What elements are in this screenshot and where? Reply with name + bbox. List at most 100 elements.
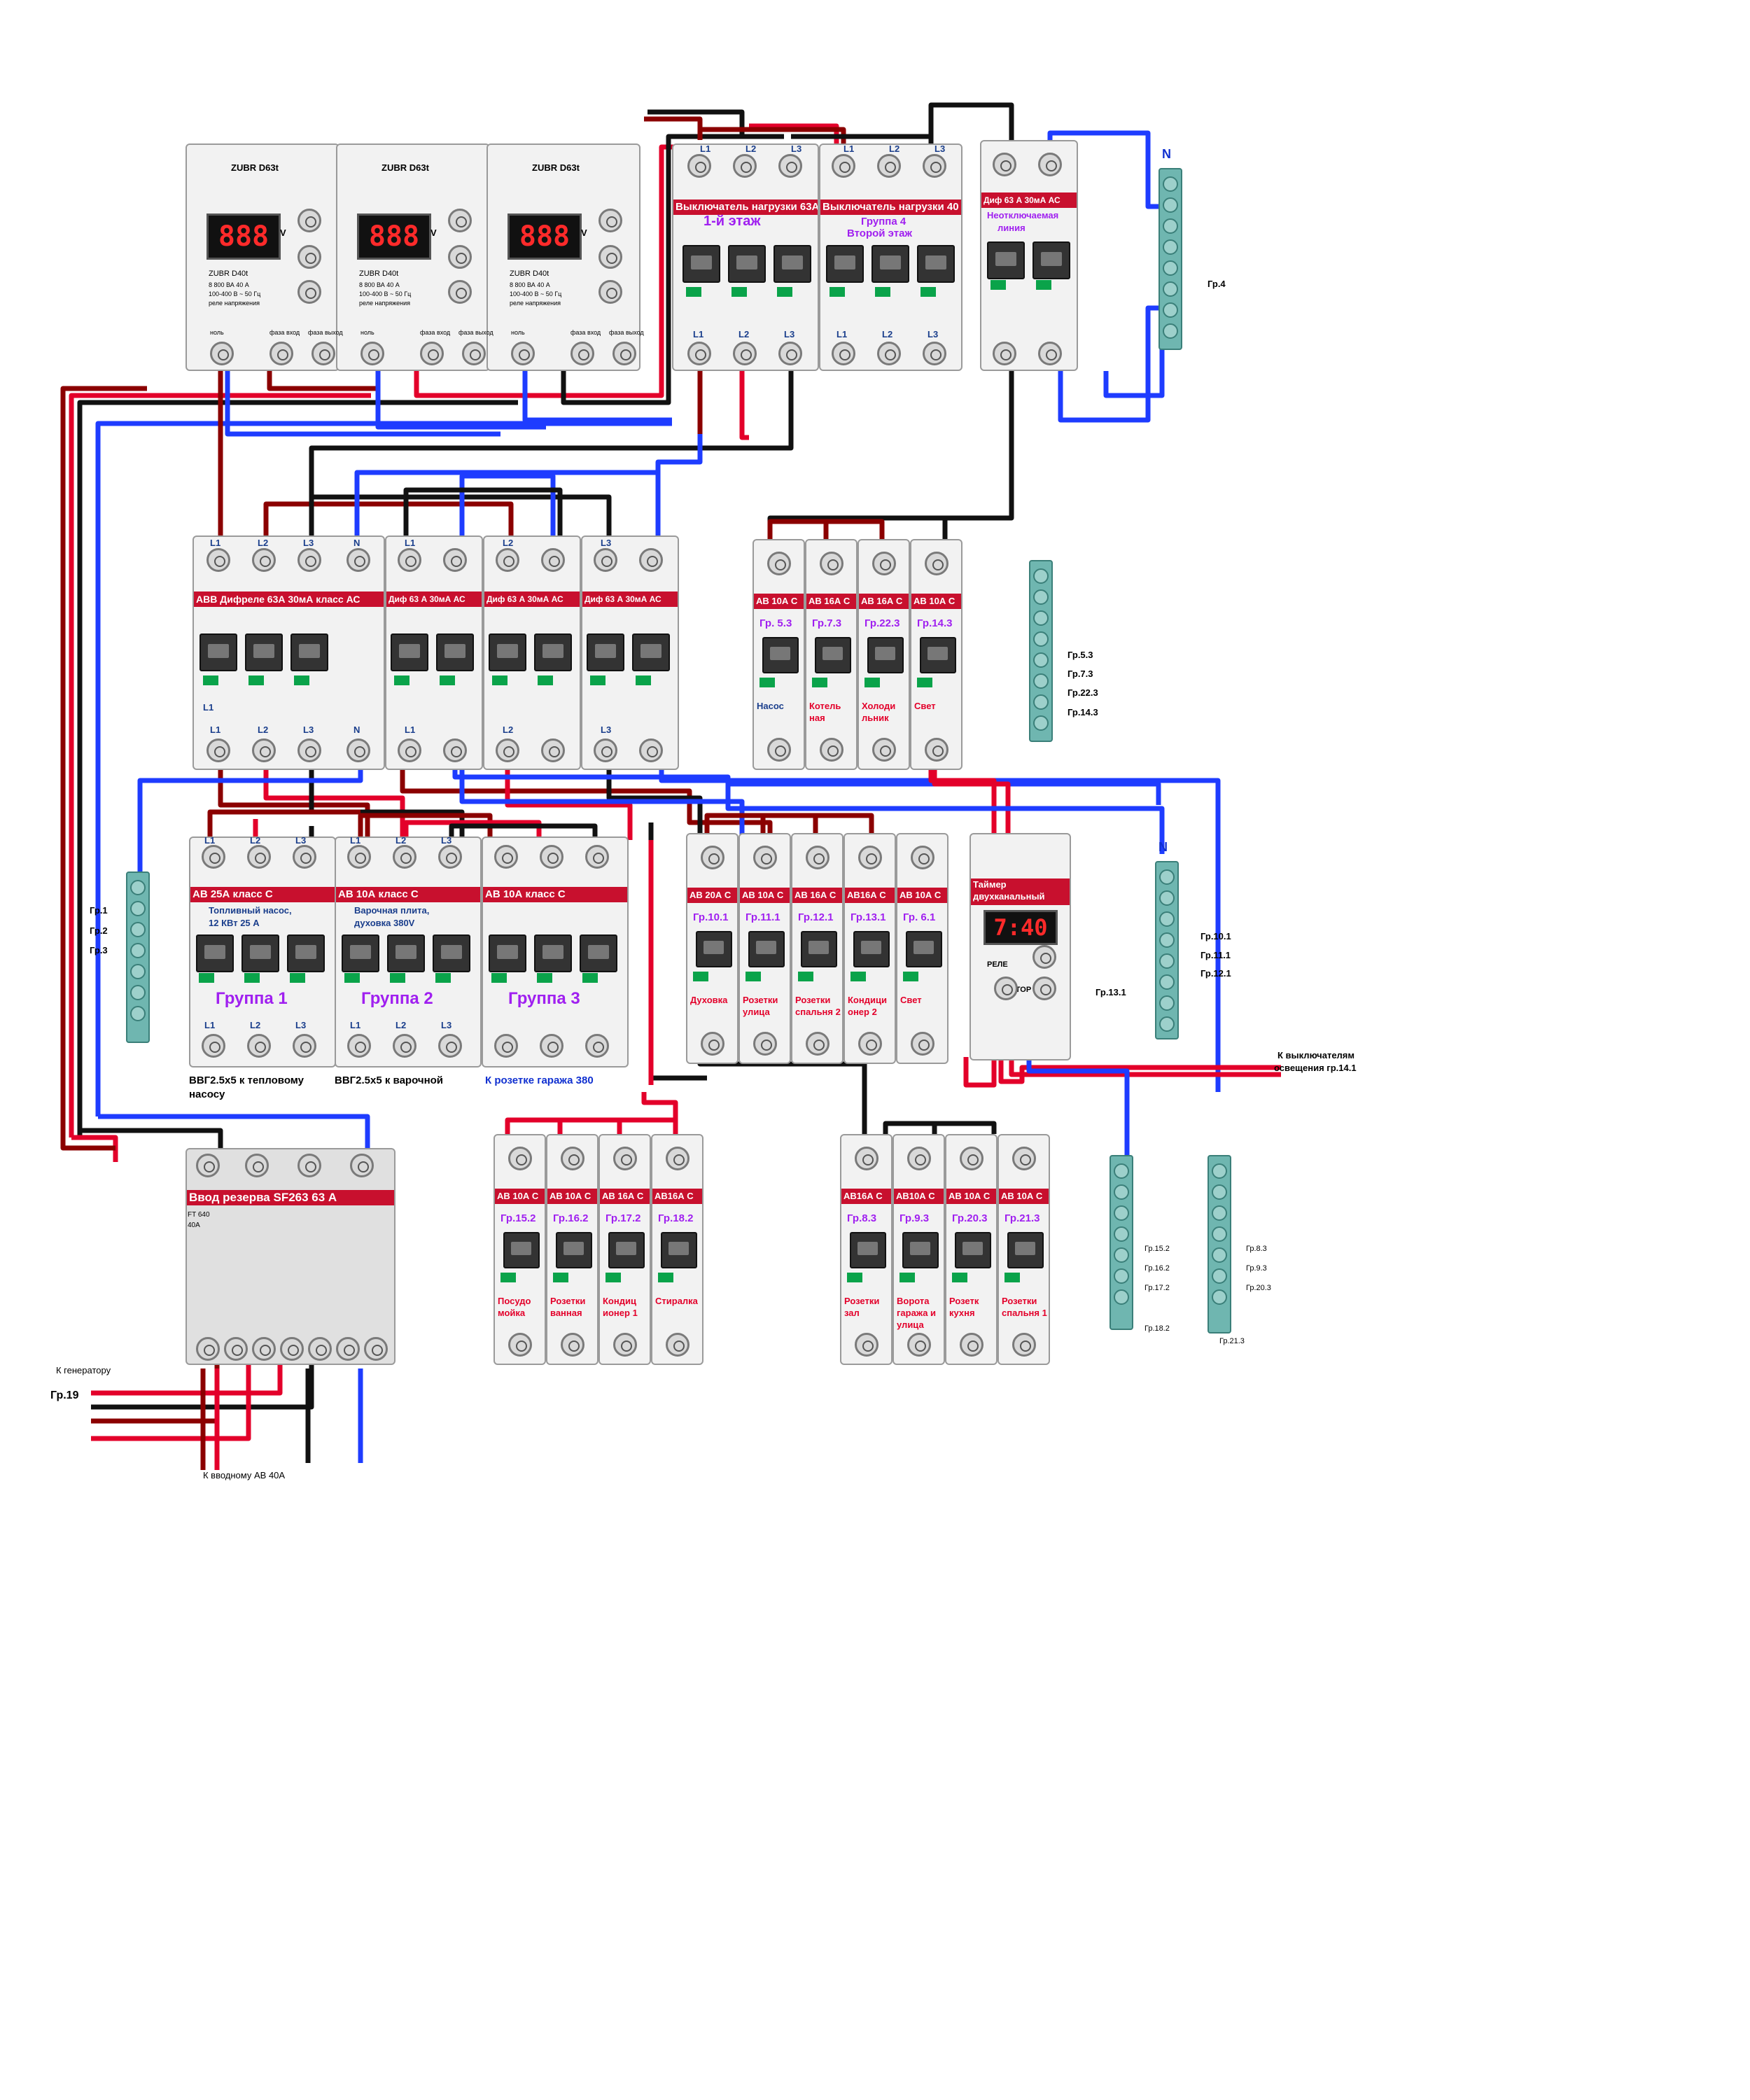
switch-lever[interactable] xyxy=(954,1232,991,1268)
switch-lever[interactable] xyxy=(632,634,670,671)
terminal xyxy=(252,1337,276,1361)
relay-button[interactable] xyxy=(598,245,622,269)
switch-lever[interactable] xyxy=(436,634,474,671)
wire xyxy=(400,770,773,840)
switch-lever[interactable] xyxy=(917,245,955,283)
terminal xyxy=(993,153,1016,176)
switch-lever[interactable] xyxy=(245,634,283,671)
switch-lever[interactable] xyxy=(872,245,909,283)
indicator xyxy=(1004,1273,1020,1282)
terminal xyxy=(700,846,724,869)
switch-lever[interactable] xyxy=(800,931,837,967)
switch-lever[interactable] xyxy=(814,637,851,673)
switch-lever[interactable] xyxy=(580,934,617,972)
switch-lever[interactable] xyxy=(196,934,234,972)
terminal xyxy=(298,738,321,762)
breaker-circuit-name: Розетки улица xyxy=(743,995,778,1017)
switch-lever[interactable] xyxy=(290,634,328,671)
relay-button[interactable] xyxy=(298,280,321,304)
phase-label: L2 xyxy=(258,538,269,548)
switch-lever[interactable] xyxy=(826,245,864,283)
bus-group-label: Гр.11.1 xyxy=(1200,950,1231,960)
breaker-group-id: Гр.10.1 xyxy=(693,911,729,923)
terminal xyxy=(443,738,467,762)
switch-lever[interactable] xyxy=(867,637,904,673)
terminal xyxy=(540,1034,564,1058)
switch-lever[interactable] xyxy=(902,1232,939,1268)
terminal xyxy=(398,548,421,572)
phase-label: L1 xyxy=(210,724,221,735)
wire xyxy=(932,770,1011,840)
switch-lever[interactable] xyxy=(200,634,237,671)
switch-lever[interactable] xyxy=(748,931,785,967)
wire xyxy=(77,400,518,1138)
terminal xyxy=(858,1032,882,1056)
relay-button[interactable] xyxy=(298,209,321,232)
switch-lever[interactable] xyxy=(987,241,1025,279)
terminal xyxy=(202,1034,225,1058)
terminal xyxy=(560,1333,584,1357)
switch-lever[interactable] xyxy=(489,634,526,671)
switch-lever[interactable] xyxy=(489,934,526,972)
switch-lever[interactable] xyxy=(503,1232,540,1268)
phase-label: L2 xyxy=(889,144,900,154)
switch-lever[interactable] xyxy=(587,634,624,671)
switch-lever[interactable] xyxy=(774,245,811,283)
indicator xyxy=(344,973,360,983)
three-pole-desc: 12 КВт 25 А xyxy=(209,918,260,928)
indicator xyxy=(290,973,305,983)
switch-lever[interactable] xyxy=(728,245,766,283)
switch-lever[interactable] xyxy=(534,934,572,972)
switch-lever[interactable] xyxy=(391,634,428,671)
switch-lever[interactable] xyxy=(919,637,956,673)
bus-n-label: N xyxy=(1162,147,1171,161)
indicator xyxy=(1036,280,1051,290)
wire xyxy=(998,1057,1281,1084)
timer-left-button[interactable] xyxy=(994,976,1018,1000)
three-pole-rating: АВ 10А класс С xyxy=(483,887,627,902)
breaker-group-id: Гр.9.3 xyxy=(899,1212,930,1224)
terminal xyxy=(766,552,791,575)
switch-lever[interactable] xyxy=(433,934,470,972)
switch-lever[interactable] xyxy=(608,1232,645,1268)
relay-button[interactable] xyxy=(448,280,472,304)
load-switch-40a-label: Второй этаж xyxy=(847,227,913,239)
switch-lever[interactable] xyxy=(853,931,890,967)
breaker-rating: АВ16А С xyxy=(841,1189,891,1204)
indicator xyxy=(606,1273,621,1282)
switch-lever[interactable] xyxy=(695,931,732,967)
switch-lever[interactable] xyxy=(660,1232,697,1268)
switch-lever[interactable] xyxy=(1007,1232,1044,1268)
terminal xyxy=(733,154,757,178)
wire xyxy=(561,134,784,405)
breaker-circuit-name: Кондици онер 2 xyxy=(848,995,887,1017)
switch-lever[interactable] xyxy=(849,1232,886,1268)
terminal xyxy=(252,548,276,572)
timer-ok-button[interactable] xyxy=(1032,976,1056,1000)
switch-lever[interactable] xyxy=(387,934,425,972)
timer-up-button[interactable] xyxy=(1032,945,1056,969)
switch-lever[interactable] xyxy=(555,1232,592,1268)
breaker-circuit-name: Посудо мойка xyxy=(498,1296,531,1318)
relay-button[interactable] xyxy=(598,209,622,232)
terminal xyxy=(594,548,617,572)
terminal xyxy=(752,1032,777,1056)
switch-lever[interactable] xyxy=(905,931,942,967)
relay-button[interactable] xyxy=(298,245,321,269)
phase-label: L1 xyxy=(844,144,855,154)
phase-label: L2 xyxy=(738,329,750,340)
relay-button[interactable] xyxy=(448,209,472,232)
timer-display: 7:40 xyxy=(983,910,1058,945)
relay-button[interactable] xyxy=(448,245,472,269)
relay-button[interactable] xyxy=(598,280,622,304)
switch-lever[interactable] xyxy=(762,637,799,673)
switch-lever[interactable] xyxy=(287,934,325,972)
indicator xyxy=(582,973,598,983)
switch-lever[interactable] xyxy=(534,634,572,671)
switch-lever[interactable] xyxy=(241,934,279,972)
phase-label: L2 xyxy=(396,835,407,846)
switch-lever[interactable] xyxy=(682,245,720,283)
terminal xyxy=(877,342,901,365)
switch-lever[interactable] xyxy=(342,934,379,972)
switch-lever[interactable] xyxy=(1032,241,1070,279)
